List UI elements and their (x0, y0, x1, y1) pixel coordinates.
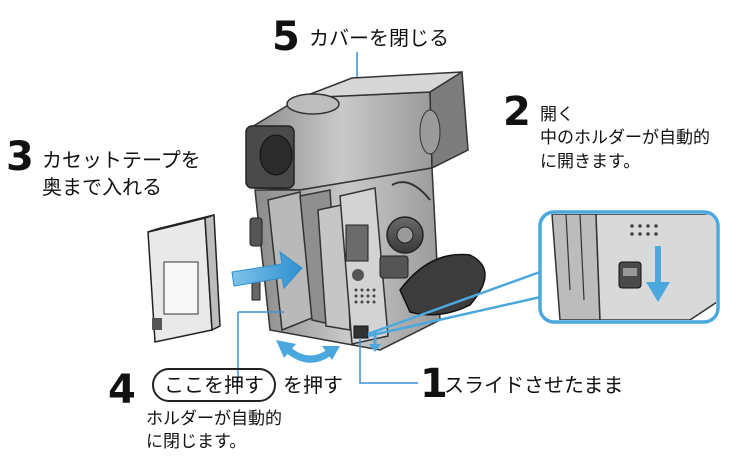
zoom-callout-icon (538, 210, 720, 324)
insert-arrow-icon (231, 250, 303, 290)
step4-title: を押す (283, 373, 343, 397)
step2-title: 開く (540, 105, 574, 125)
step3-title-line2: 奥まで入れる (42, 175, 162, 199)
cassette-tape-icon (147, 213, 221, 343)
step1-title: スライドさせたまま (444, 373, 624, 397)
step3-title-line1: カセットテープを (42, 148, 201, 172)
camcorder-icon (245, 70, 486, 351)
step2-desc-line1: 中のホルダーが自動的 (540, 128, 710, 148)
step4-number: 4 (108, 367, 136, 413)
step1-number: 1 (420, 361, 448, 407)
step5-number: 5 (272, 14, 300, 60)
step4-leader-line (237, 311, 284, 383)
step4-desc-line1: ホルダーが自動的 (146, 409, 282, 429)
step5-title: カバーを閉じる (309, 26, 449, 50)
step1-leader-line (359, 338, 418, 384)
step2-desc-line2: に開きます。 (540, 152, 641, 172)
step2-number: 2 (503, 89, 531, 135)
swing-arrow-icon (276, 340, 340, 363)
step4-desc-line2: に閉じます。 (146, 432, 247, 452)
step3-number: 3 (6, 134, 34, 180)
zoom-callout-lines (367, 270, 546, 338)
press-here-button-label: ここを押す (152, 368, 276, 402)
